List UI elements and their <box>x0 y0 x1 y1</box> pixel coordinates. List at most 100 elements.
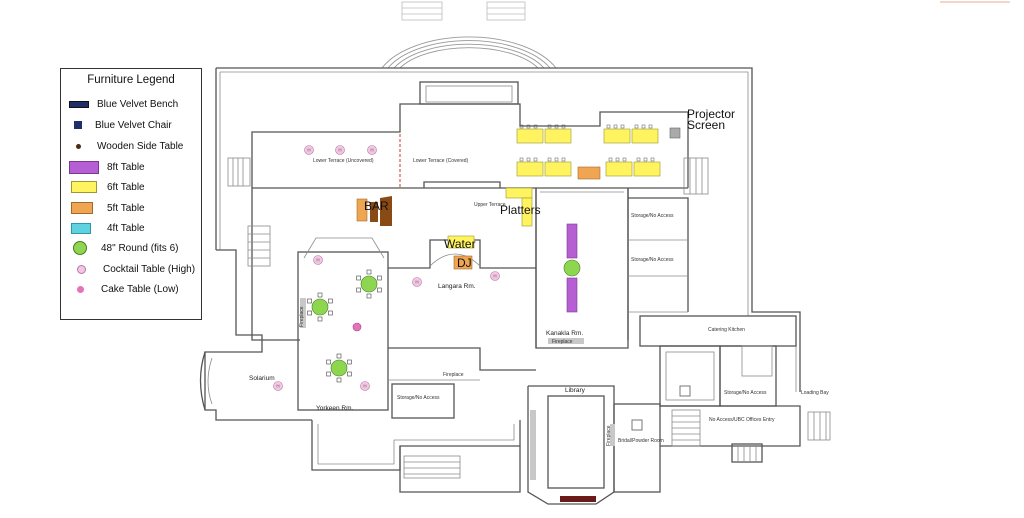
label-projector-line2: Screen <box>687 118 725 132</box>
label-lower-terrace-uncovered: Lower Terrace (Uncovered) <box>313 158 374 164</box>
legend-label: Blue Velvet Bench <box>97 98 179 110</box>
cocktail-table <box>490 271 500 281</box>
cocktail-table-marker: H <box>363 384 366 389</box>
legend-item: Cocktail Table (High) <box>69 262 195 276</box>
label-storage-4: Storage/No Access <box>724 390 767 396</box>
legend-swatch-dot <box>76 143 81 149</box>
round-table-chair <box>328 310 333 316</box>
label-fireplace-kanakla: Fireplace <box>552 339 573 345</box>
label-platters: Platters <box>500 203 541 217</box>
cocktail-table <box>335 145 345 155</box>
building-walls <box>199 67 831 505</box>
label-upper-terrace: Upper Terrace <box>474 202 506 208</box>
cocktail-table-marker: H <box>493 274 496 279</box>
legend-swatch-rect6 <box>71 181 97 193</box>
label-yorkeen-room: Yorkeen Rm. <box>316 405 354 412</box>
cake-tables <box>352 322 362 332</box>
table-chairs <box>519 124 655 162</box>
round-table-chair <box>336 377 342 383</box>
round-table-chair <box>347 371 352 377</box>
round-table-chair <box>377 287 382 293</box>
round-table-chair <box>317 292 323 298</box>
round-table-chair <box>366 269 372 275</box>
legend-item: 48" Round (fits 6) <box>69 241 178 255</box>
cocktail-table <box>360 381 370 391</box>
top-seating-blocks <box>401 1 526 21</box>
cocktail-table-marker: H <box>370 148 373 153</box>
cocktail-table-marker: H <box>415 280 418 285</box>
label-lower-terrace-covered: Lower Terrace (Covered) <box>413 158 469 164</box>
label-langara-room: Langara Rm. <box>438 283 476 290</box>
legend-title: Furniture Legend <box>87 74 175 86</box>
legend-label: 8ft Table <box>107 161 145 173</box>
legend-swatch-chair <box>74 121 82 129</box>
round-table-chair <box>328 298 333 304</box>
legend-swatch-round <box>73 241 87 255</box>
label-water: Water <box>444 237 476 251</box>
label-kanakla-room: Kanakla Rm. <box>546 330 583 337</box>
kanakla-tables <box>563 223 581 313</box>
bar-counter <box>370 196 392 226</box>
label-fireplace-library: Fireplace <box>606 425 612 446</box>
legend-item: Cake Table (Low) <box>69 282 179 296</box>
label-storage-2: Storage/No Access <box>631 257 674 263</box>
amphitheater-steps <box>381 36 557 69</box>
legend-label: 4ft Table <box>107 222 145 234</box>
label-catering-kitchen: Catering Kitchen <box>708 327 745 333</box>
round-table-chair <box>377 275 382 281</box>
round-table <box>330 359 348 377</box>
legend-label: Cocktail Table (High) <box>103 263 196 275</box>
cocktail-table <box>367 145 377 155</box>
label-solarium: Solarium <box>249 375 275 382</box>
six-ft-tables <box>447 128 661 249</box>
legend-item: Blue Velvet Chair <box>69 118 172 132</box>
legend-label: Blue Velvet Chair <box>95 119 172 131</box>
round-table-chair <box>356 275 361 281</box>
round-table-chair <box>336 353 342 359</box>
legend-label: Wooden Side Table <box>97 140 184 152</box>
label-bridal-powder: Bridal/Powder Room <box>618 438 664 444</box>
round-table-chair <box>347 359 352 365</box>
cocktail-table-marker: H <box>276 384 279 389</box>
round-table-chair <box>326 371 331 377</box>
legend-item: 5ft Table <box>69 201 145 215</box>
round-tables <box>307 269 382 383</box>
label-fireplace-yorkeen: Fireplace <box>299 306 305 327</box>
round-table <box>311 298 329 316</box>
label-library: Library <box>565 387 586 394</box>
legend-swatch-rect5 <box>71 202 93 214</box>
legend-swatch-cake <box>77 285 84 293</box>
projector-screen-marker <box>669 127 681 139</box>
label-bar: BAR <box>364 199 389 213</box>
label-storage-3: Storage/No Access <box>397 395 440 401</box>
five-ft-tables <box>356 166 601 270</box>
cocktail-table <box>273 381 283 391</box>
legend-item: Blue Velvet Bench <box>69 97 178 111</box>
label-dj: DJ <box>457 256 472 270</box>
round-table <box>360 275 378 293</box>
legend-swatch-rect4 <box>71 222 91 234</box>
legend-item: 8ft Table <box>69 160 145 174</box>
cocktail-table-marker: H <box>316 258 319 263</box>
round-table-chair <box>317 316 323 322</box>
legend-label: 48" Round (fits 6) <box>101 242 179 254</box>
round-table-chair <box>307 310 312 316</box>
cocktail-table <box>412 277 422 287</box>
round-table-chair <box>326 359 331 365</box>
round-table-chair <box>307 298 312 304</box>
top-edge-accent <box>940 1 1010 3</box>
round-table-chair <box>366 293 372 299</box>
label-fireplace-center: Fireplace <box>443 372 464 378</box>
label-loading-bay: Loading Bay <box>801 390 829 396</box>
legend-label: 6ft Table <box>107 181 145 193</box>
label-projector-line1: Projector <box>687 107 735 121</box>
legend-swatch-cocktail <box>77 264 86 274</box>
legend-item: 4ft Table <box>69 221 145 235</box>
cocktail-table <box>313 255 323 265</box>
cocktail-table-marker: H <box>307 148 310 153</box>
label-storage-1: Storage/No Access <box>631 213 674 219</box>
cocktail-tables: H H H H H H H H <box>273 145 500 391</box>
cocktail-table-marker: H <box>338 148 341 153</box>
